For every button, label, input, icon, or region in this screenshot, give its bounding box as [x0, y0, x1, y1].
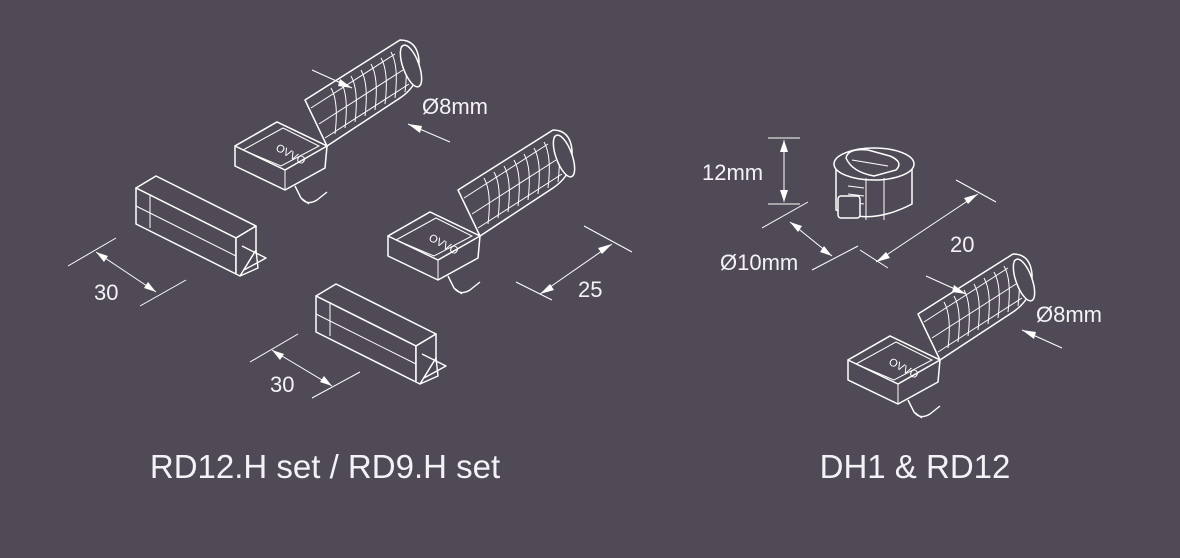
- dimension-distance: 20: [859, 179, 997, 269]
- pin-center-left: [387, 129, 580, 295]
- cam-connector: [833, 147, 915, 220]
- dim-distance-label: 20: [950, 232, 974, 257]
- dim-cam-diameter-label: Ø10mm: [720, 250, 798, 275]
- dimension-diameter-right: Ø8mm: [925, 275, 1102, 349]
- dim-diameter-right-label: Ø8mm: [1036, 302, 1102, 327]
- dim-length-bottom-label: 30: [270, 372, 294, 397]
- pin-top-left: [234, 39, 427, 205]
- caption-right-set: DH1 & RD12: [819, 448, 1011, 485]
- dimension-length-lower-wedge: 30: [249, 333, 361, 399]
- dim-pin-length-label: 25: [578, 277, 602, 302]
- dim-diameter-top-label: Ø8mm: [422, 94, 488, 119]
- dimension-cam-diameter: Ø10mm: [720, 201, 859, 275]
- dim-height-label: 12mm: [702, 160, 763, 185]
- dimension-diameter-top: Ø8mm: [311, 69, 488, 143]
- wedge-housing-large: [135, 175, 267, 277]
- dimension-length-upper-wedge: 30: [67, 237, 187, 307]
- pin-right: [847, 253, 1040, 419]
- dimension-cam-height: 12mm: [702, 137, 800, 205]
- caption-left-set: RD12.H set / RD9.H set: [149, 448, 501, 485]
- dimension-pin-length: 25: [515, 225, 633, 302]
- dim-length-top-label: 30: [94, 280, 118, 305]
- wedge-housing-small: [315, 283, 447, 385]
